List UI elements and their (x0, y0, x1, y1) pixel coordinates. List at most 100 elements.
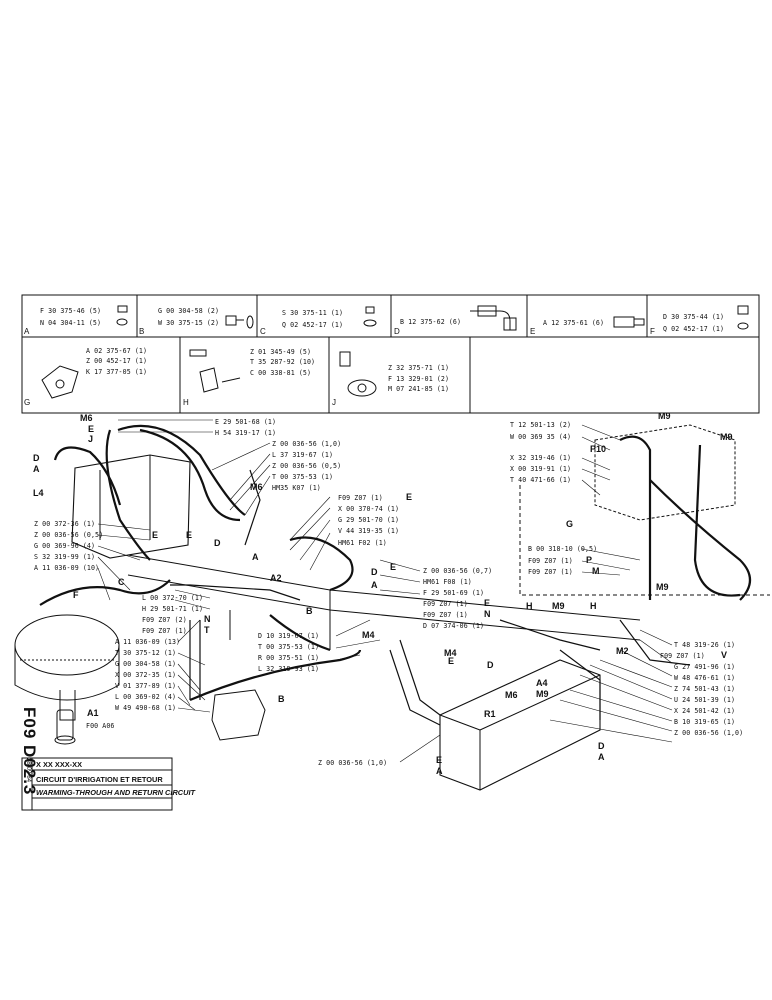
tag-l4: L4 (33, 488, 44, 498)
callout-centre-mid-5-tag: N (484, 609, 491, 619)
callout-top-mid-2: H 54 319-17 (1) (215, 429, 277, 437)
tag-h-1: H (526, 601, 533, 611)
kit-G-line-2: Z 00 452-17 (1) (86, 357, 148, 365)
tag-c: C (118, 577, 125, 587)
callout-right-top-2: W 00 369 35 (4) (510, 433, 572, 441)
callout-centre-block-4: V 44 319-35 (1) (338, 527, 400, 535)
tag-e-bottom: E (436, 755, 443, 765)
right-cooler (594, 424, 736, 521)
valve-block (439, 659, 601, 791)
kit-C-fitting-icon (363, 306, 377, 327)
tag-a-bottom: A (436, 766, 443, 776)
tag-e-mid: E (390, 562, 397, 572)
callout-right-mid-2: X 00 319-91 (1) (510, 465, 572, 473)
tag-e-lower: E (448, 656, 455, 666)
kit-J-line-2: F 13 329-01 (2) (388, 375, 450, 383)
kit-A-letter: A (24, 327, 30, 336)
tag-d-centre: D (214, 538, 221, 548)
tag-d-bottom-right: D (598, 741, 605, 751)
callout-right-bottom-6: U 24 501-39 (1) (674, 696, 736, 704)
tag-m9-lower: M9 (552, 601, 565, 611)
callout-centre-block-1-tag: E (406, 492, 413, 502)
callout-centre-low-3: R 00 375-51 (1) (258, 654, 320, 662)
kit-C-line-2: Q 02 452-17 (1) (282, 321, 344, 329)
tag-m6-lower: M6 (505, 690, 518, 700)
tag-m6-centre: M6 (250, 482, 263, 492)
kit-D-line-1: B 12 375-62 (6) (400, 318, 462, 326)
kit-G-letter: G (24, 398, 31, 407)
tag-m2: M2 (616, 646, 629, 656)
callout-centre-mid-3: F 29 501-69 (1) (423, 589, 485, 597)
tag-e-left: E (152, 530, 159, 540)
kit-G-line-1: A 02 375-67 (1) (86, 347, 148, 355)
callout-left-mid-3-tag: N (204, 614, 211, 624)
callout-left-stack-2-6: L 00 369-02 (4) (115, 693, 177, 701)
callout-right-low-3-tag: M (592, 566, 600, 576)
callout-right-low-2: F09 Z07 (1) (528, 557, 573, 565)
kit-E-fitting-icon (613, 316, 645, 328)
tag-a-left: A (33, 464, 40, 474)
callout-right-bottom-7: X 24 501-42 (1) (674, 707, 736, 715)
callout-left-mid-1: L 00 372-70 (1) (142, 594, 204, 602)
callout-left-stack-1-2: Z 00 036-56 (0,5) (34, 531, 104, 539)
tag-j: J (88, 434, 94, 444)
callout-right-mid-1: X 32 319-46 (1) (510, 454, 572, 462)
callout-right-bottom-4: W 48 476-61 (1) (674, 674, 736, 682)
hose-right-loop (619, 435, 652, 600)
callout-right-mid-3: T 40 471-66 (1) (510, 476, 572, 484)
callout-centre-low-4: L 32 319-93 (1) (258, 665, 320, 673)
callout-right-bottom-1: T 48 319-26 (1) (674, 641, 736, 649)
tag-e-left-2: E (186, 530, 193, 540)
tag-h-2: H (590, 601, 597, 611)
callout-right-low-2-tag: P (586, 555, 593, 565)
callout-right-bottom-2: F09 Z07 (1) (660, 652, 705, 660)
kit-J-letter: J (332, 398, 336, 407)
kit-B-line-1: G 00 304-58 (2) (158, 307, 220, 315)
callout-right-low-1: B 00 318-10 (0,5) (528, 545, 598, 553)
kit-E-line-1: A 12 375-61 (6) (543, 319, 605, 327)
callout-left-stack-2-7: W 49 490-68 (1) (115, 704, 177, 712)
kit-D-elbow-icon (470, 305, 517, 331)
revision-marks: X XX XXX-XX (36, 760, 83, 769)
callout-left-stack-1-5: A 11 036-09 (10) (34, 564, 100, 572)
callout-left-mid-3: F09 Z07 (2) (142, 616, 187, 624)
title-block (21, 757, 173, 811)
callout-left-stack-1-1: Z 00 372-36 (1) (34, 520, 96, 528)
kit-F-letter: F (650, 327, 655, 336)
callout-upper-centre-3: Z 00 036-56 (0,5) (272, 462, 342, 470)
kit-E-letter: E (530, 327, 536, 336)
tag-a-centre: A (252, 552, 259, 562)
title-french: CIRCUIT D'IRRIGATION ET RETOUR (36, 775, 163, 784)
callout-left-stack-1-4: S 32 319-99 (1) (34, 553, 96, 561)
tag-b-lower: B (278, 694, 285, 704)
tag-m9-top: M9 (658, 411, 671, 421)
kit-H-bolt-icon (189, 349, 241, 393)
callout-centre-mid-6: D 07 374-06 (1) (423, 622, 485, 630)
callout-top-mid-1: E 29 501-68 (1) (215, 418, 277, 426)
kit-G-union-icon (41, 365, 79, 399)
kit-B-fitting-icon (225, 315, 254, 329)
kit-J-line-3: M 07 241-85 (1) (388, 385, 450, 393)
kit-F-line-1: D 30 375-44 (1) (663, 313, 725, 321)
kit-D-letter: D (394, 327, 400, 336)
tag-m9-bottom: M9 (536, 689, 549, 699)
callout-centre-mid-5: F09 Z07 (1) (423, 611, 468, 619)
kit-J-block-icon (339, 351, 377, 397)
callout-a1-ref: F00 A06 (86, 722, 115, 730)
callout-right-bottom-8: B 10 319-65 (1) (674, 718, 736, 726)
kit-C-letter: C (260, 327, 266, 336)
callout-left-stack-2-1: A 11 036-09 (13) (115, 638, 181, 646)
callout-centre-low-1: D 10 319-67 (1) (258, 632, 320, 640)
tag-b-centre: B (306, 606, 313, 616)
kit-H-line-3: C 00 338-81 (5) (250, 369, 312, 377)
kit-F-line-2: Q 02 452-17 (1) (663, 325, 725, 333)
callout-left-mid-4: F09 Z07 (1) (142, 627, 187, 635)
kit-H-line-2: T 35 287-92 (10) (250, 358, 316, 366)
kit-G-line-3: K 17 377-05 (1) (86, 368, 148, 376)
callout-centre-block-5: HM61 F02 (1) (338, 539, 387, 547)
kit-H-letter: H (183, 398, 189, 407)
kit-J-line-1: Z 32 375-71 (1) (388, 364, 450, 372)
callout-centre-mid-4-tag: E (484, 598, 491, 608)
callout-bottom-centre: Z 00 036-56 (1,0) (318, 759, 388, 767)
